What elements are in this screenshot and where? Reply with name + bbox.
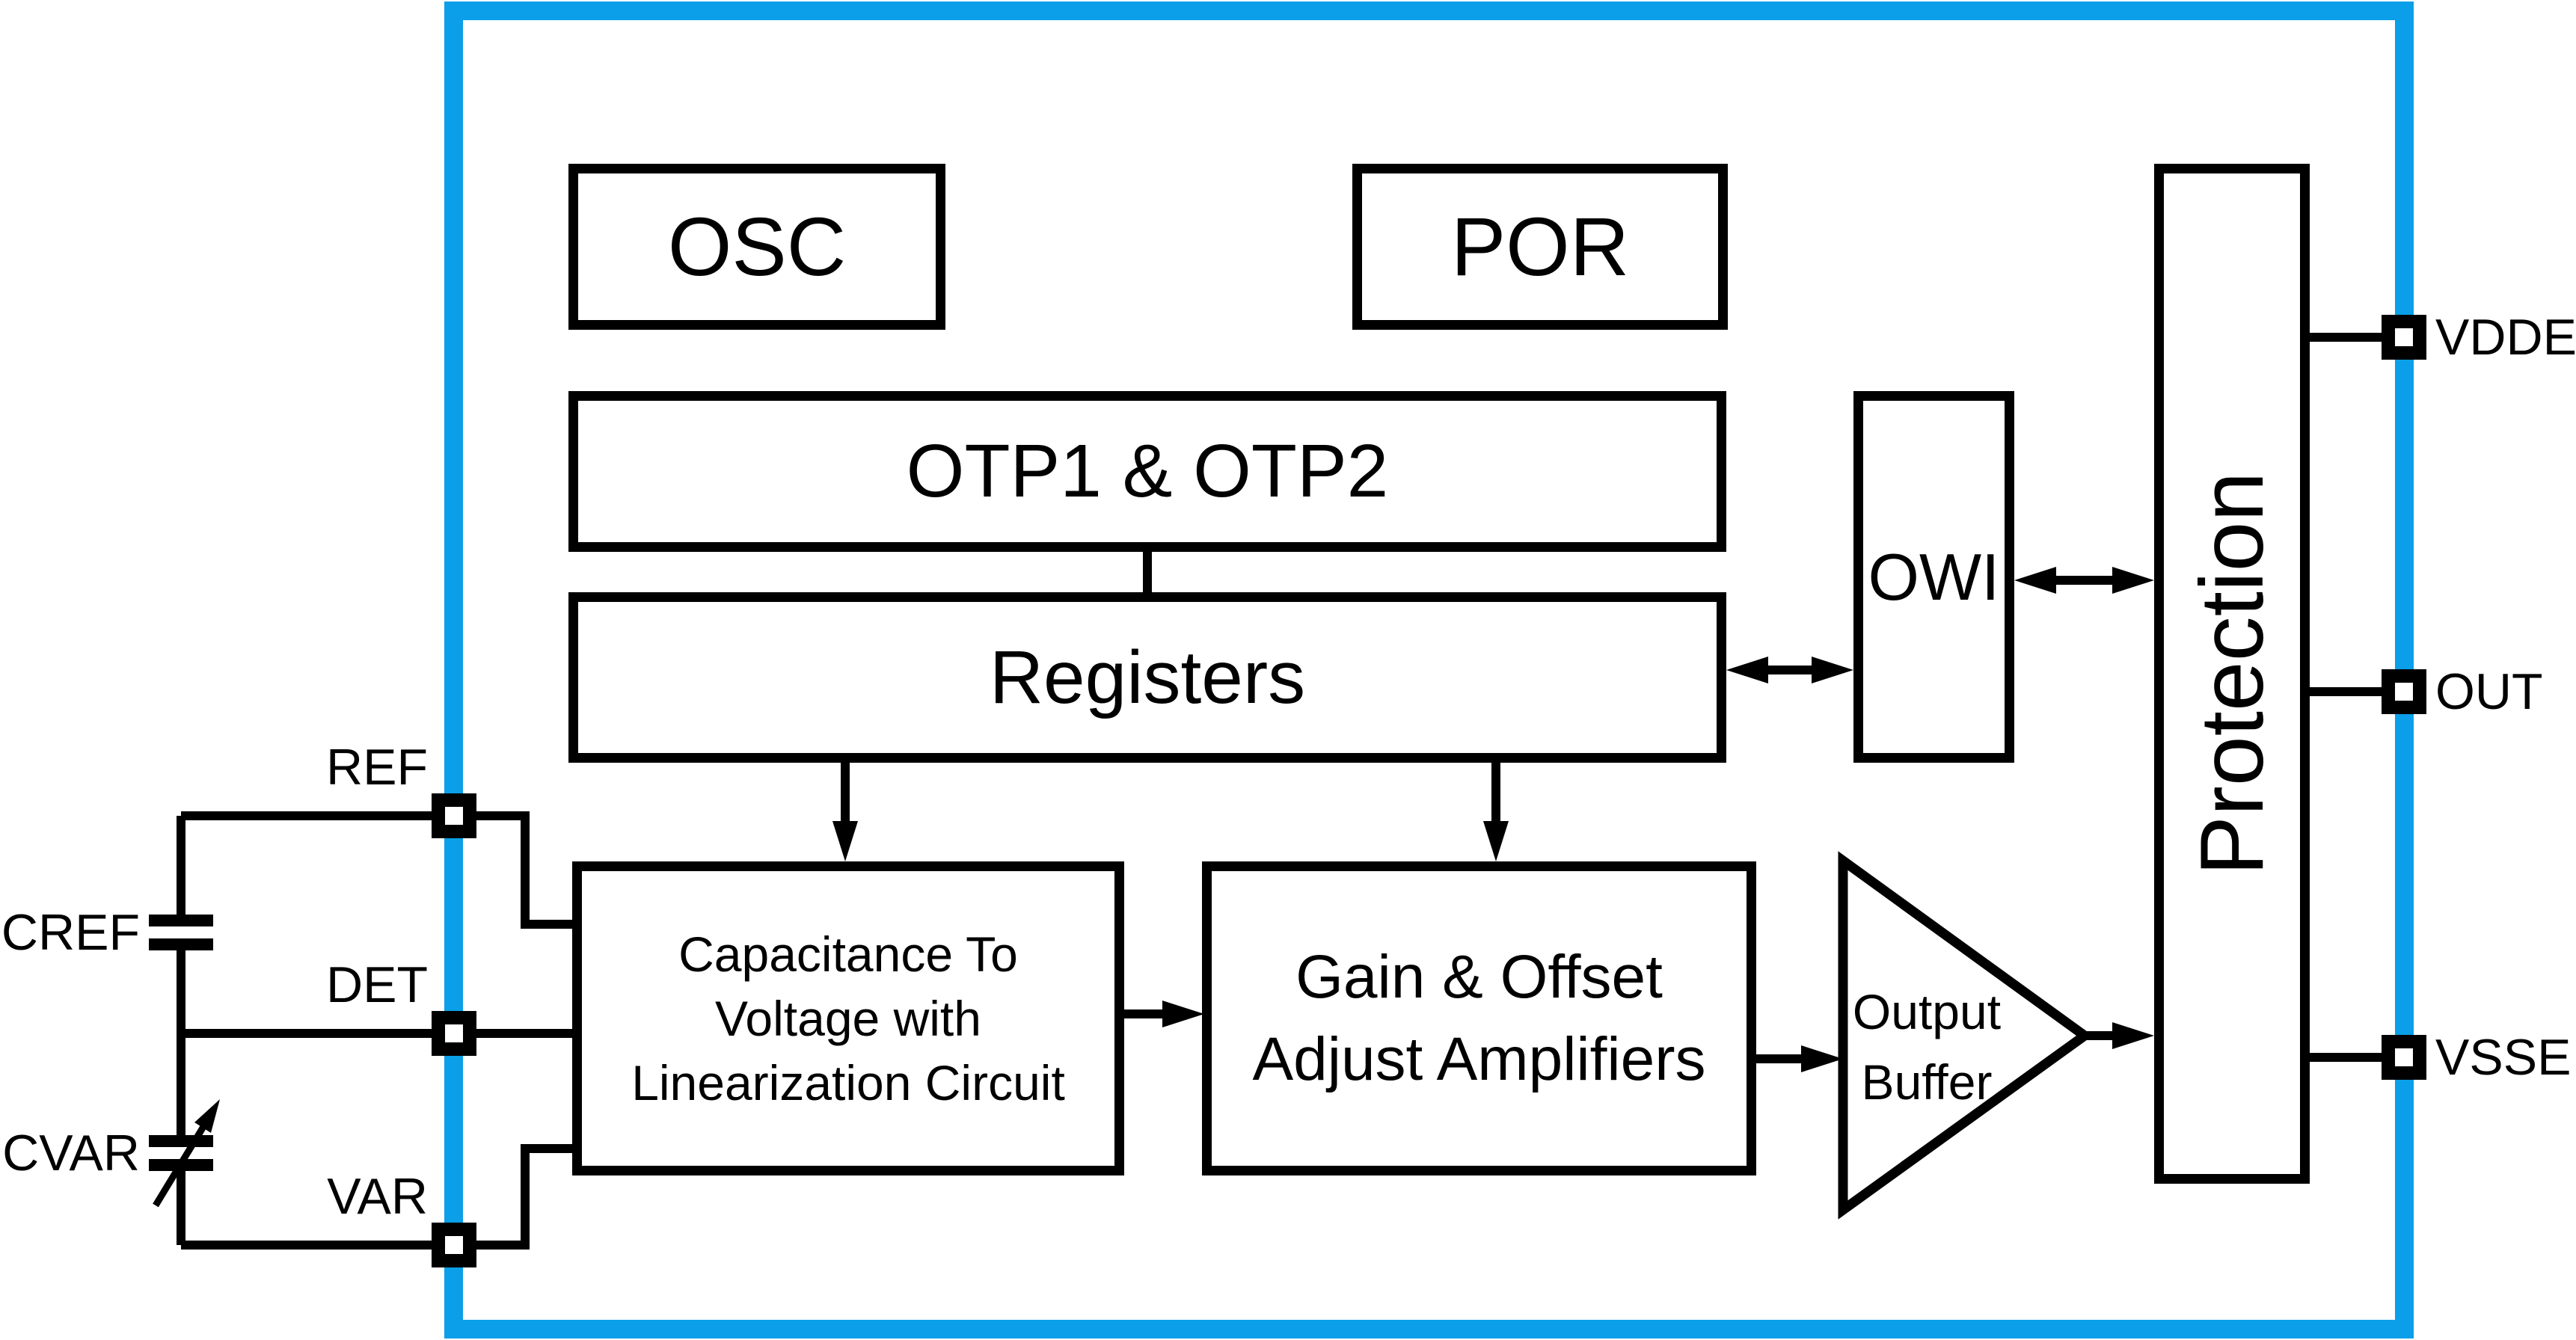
pin-square-out <box>2382 669 2426 714</box>
pin-square-det <box>432 1011 476 1056</box>
block-por-label: POR <box>1450 200 1630 293</box>
output-buffer-label: Output Buffer <box>1847 976 2006 1118</box>
block-protection-label: Protection <box>2182 471 2283 876</box>
pin-label-var: VAR <box>327 1168 428 1225</box>
pin-label-vsse: VSSE <box>2435 1029 2572 1086</box>
output-buffer-line1: Output <box>1852 984 2002 1039</box>
block-osc-label: OSC <box>667 200 847 293</box>
cap-to-voltage-line1: Capacitance To <box>678 926 1018 982</box>
block-otp-label: OTP1 & OTP2 <box>906 429 1389 513</box>
arrowhead-right-buffer <box>1801 1045 1843 1072</box>
output-buffer-triangle <box>1838 851 2094 1220</box>
arrowhead-down-captovoltage <box>832 821 858 861</box>
pin-label-ref: REF <box>326 739 428 796</box>
pin-square-vdde <box>2382 315 2426 360</box>
cvar-plate-top <box>149 1135 213 1147</box>
pin-label-vdde: VDDE <box>2435 309 2576 366</box>
pin-label-out: OUT <box>2435 663 2543 720</box>
output-buffer-line2: Buffer <box>1861 1054 1993 1110</box>
block-por: POR <box>1352 164 1728 330</box>
gain-offset-line1: Gain & Offset <box>1295 943 1663 1011</box>
cref-plate-top <box>149 915 213 926</box>
block-registers-label: Registers <box>989 635 1306 719</box>
wire-var-internal <box>474 1144 572 1250</box>
block-owi: OWI <box>1853 391 2014 763</box>
cap-to-voltage-line3: Linearization Circuit <box>631 1055 1065 1110</box>
cap-to-voltage-line2: Voltage with <box>715 991 981 1046</box>
pin-square-ref <box>432 793 476 838</box>
block-cap-to-voltage: Capacitance To Voltage with Linearizatio… <box>572 861 1124 1175</box>
pin-label-det: DET <box>326 956 428 1013</box>
block-otp: OTP1 & OTP2 <box>568 391 1726 552</box>
cvar-variable-arrowhead <box>194 1099 220 1133</box>
block-registers: Registers <box>568 592 1726 763</box>
pin-square-var <box>432 1223 476 1267</box>
pin-square-vsse <box>2382 1035 2426 1080</box>
wire-ref-internal <box>474 811 572 929</box>
cvar-variable-arrow-shaft <box>153 1123 207 1208</box>
cref-plate-bottom <box>149 938 213 950</box>
block-gain-offset: Gain & Offset Adjust Amplifiers <box>1202 861 1756 1175</box>
arrowhead-right-protection-out <box>2112 1022 2154 1049</box>
arrowhead-right-owi <box>1812 657 1853 683</box>
block-owi-label: OWI <box>1868 539 2000 614</box>
arrowhead-down-gainoffset <box>1483 821 1509 861</box>
arrowhead-left-owi <box>2014 567 2056 594</box>
arrowhead-right-protection <box>2112 567 2154 594</box>
arrowhead-right-gainoffset <box>1162 1001 1204 1027</box>
capacitor-label-cref: CREF <box>1 904 140 961</box>
gain-offset-line2: Adjust Amplifiers <box>1252 1025 1706 1093</box>
block-protection: Protection <box>2154 164 2310 1184</box>
arrowhead-left-registers <box>1726 657 1768 683</box>
block-osc: OSC <box>568 164 945 330</box>
capacitor-label-cvar: CVAR <box>2 1125 140 1181</box>
